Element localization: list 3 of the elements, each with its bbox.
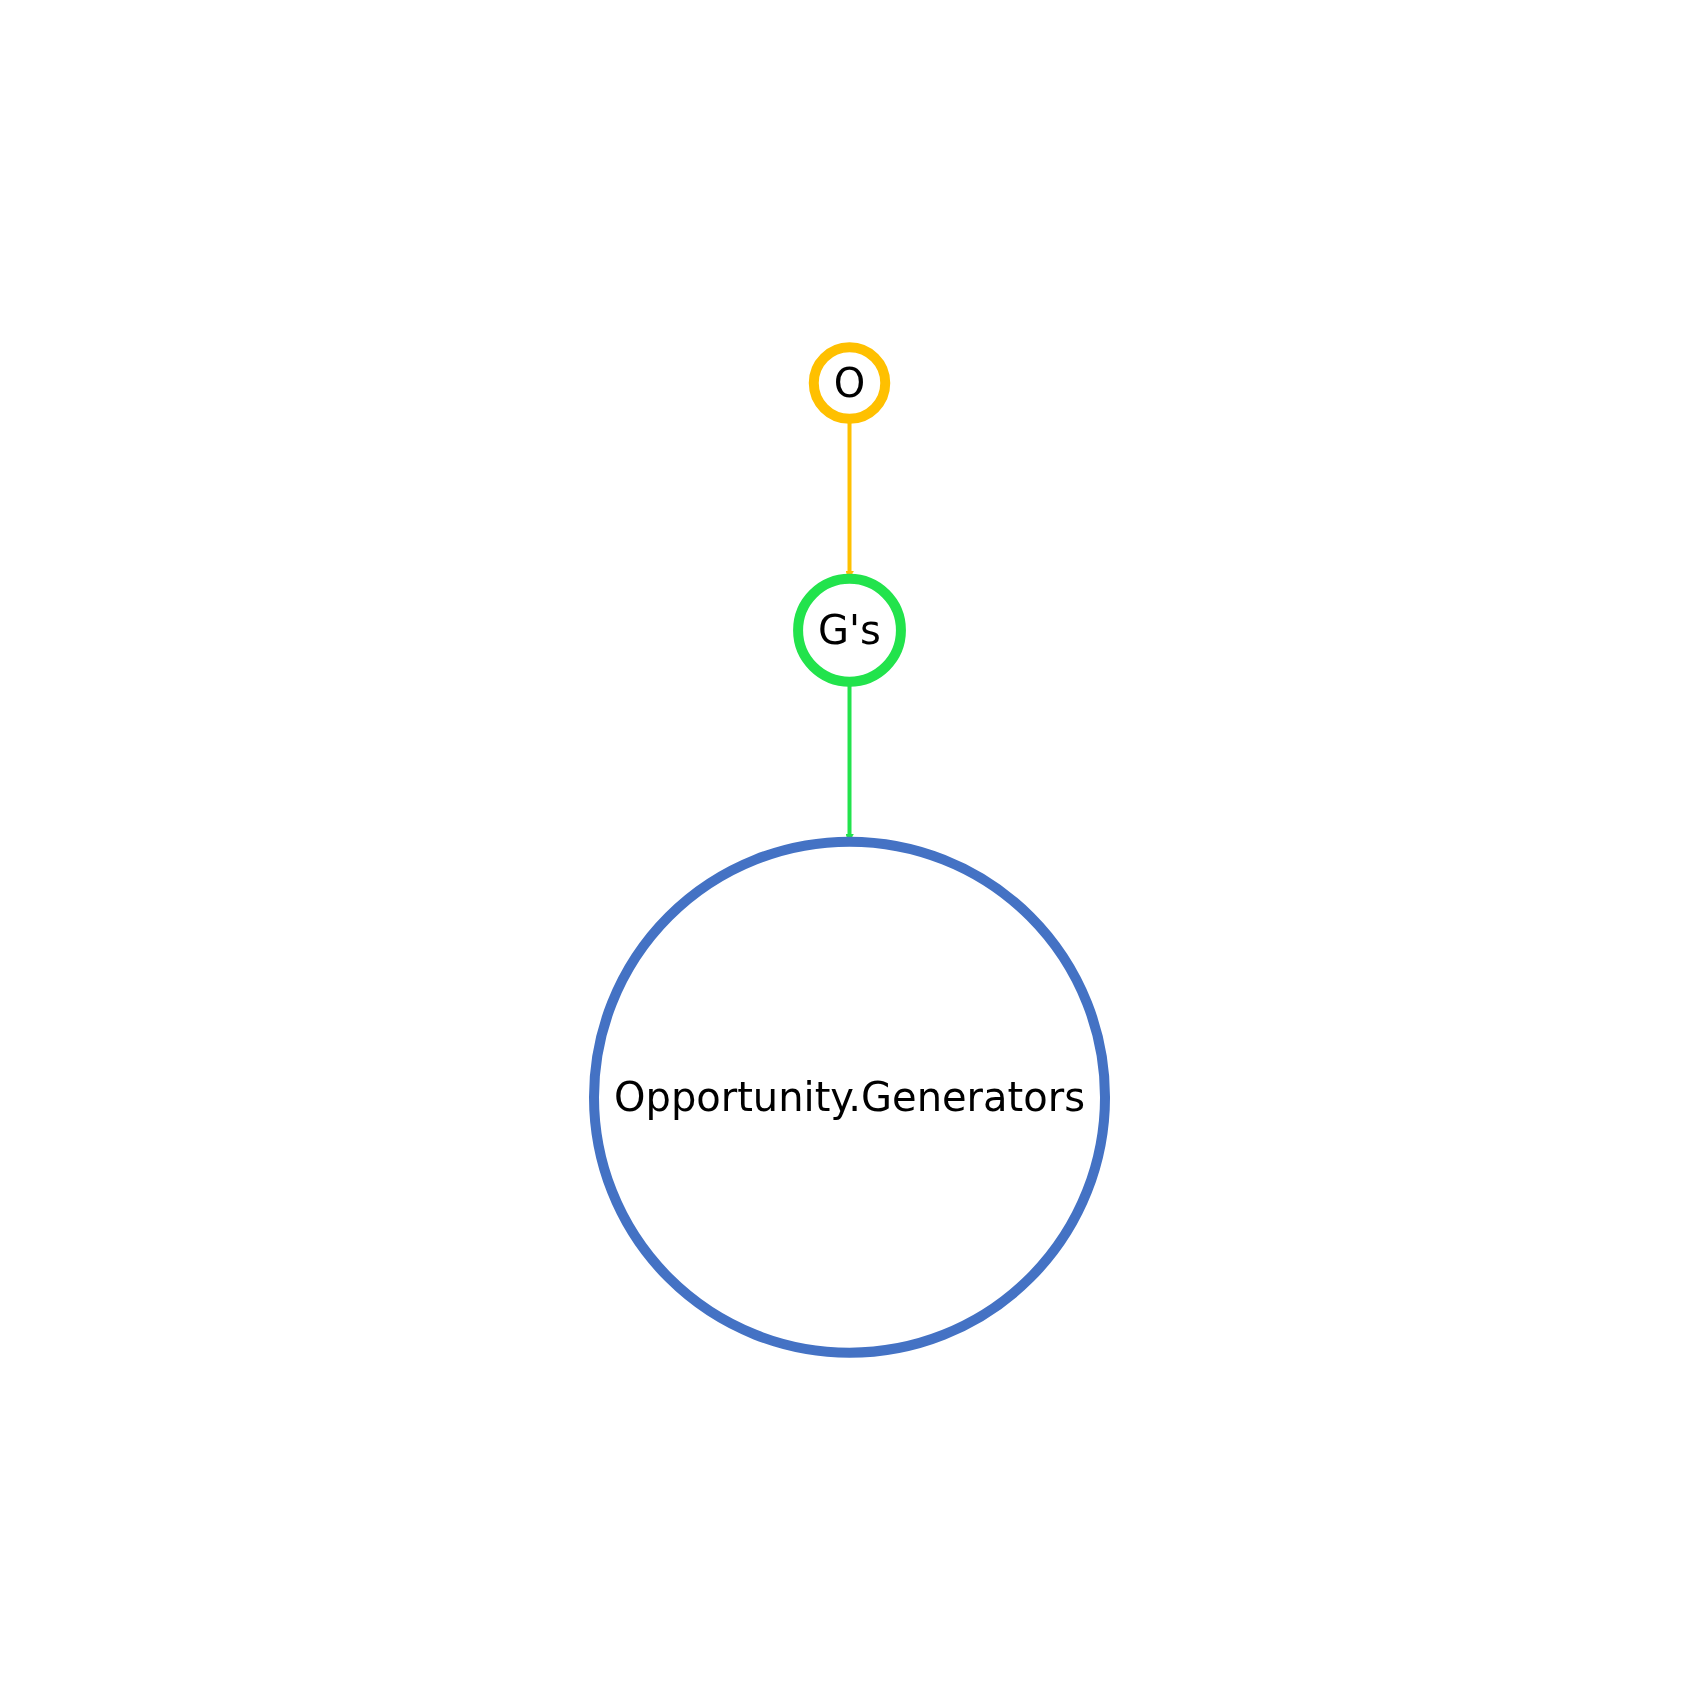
node-circle: Opportunity.Generators: [589, 836, 1111, 1358]
node-circle: O: [809, 342, 891, 424]
node-circle: G's: [793, 573, 907, 687]
